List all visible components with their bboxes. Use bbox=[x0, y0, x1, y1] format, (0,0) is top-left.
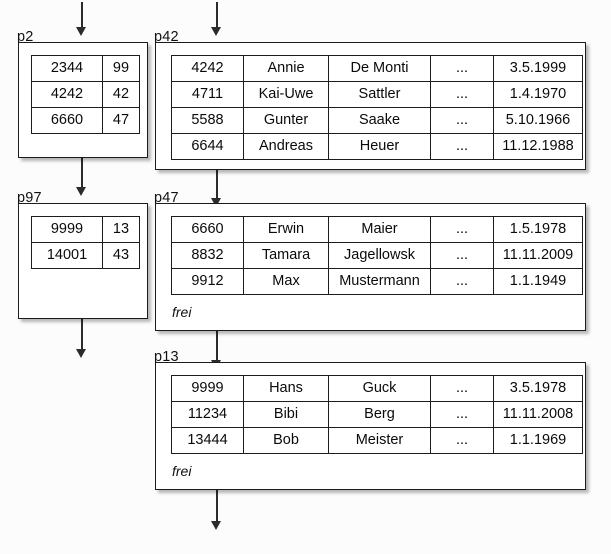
free-space-label-p13: frei bbox=[172, 463, 192, 479]
ellipsis-cell: ... bbox=[430, 427, 494, 454]
date-cell: 11.11.2009 bbox=[493, 242, 583, 269]
record-id-cell: 6660 bbox=[171, 216, 244, 243]
node-label-p42: p42 bbox=[154, 29, 179, 45]
last-name-cell: Maier bbox=[328, 216, 431, 243]
date-cell: 1.4.1970 bbox=[493, 81, 583, 108]
date-cell: 11.12.1988 bbox=[493, 133, 583, 160]
table-row[interactable]: 4242 Annie De Monti ... 3.5.1999 bbox=[171, 55, 583, 82]
record-id-cell: 4242 bbox=[171, 55, 244, 82]
date-cell: 5.10.1966 bbox=[493, 107, 583, 134]
node-label-p97: p97 bbox=[17, 190, 42, 206]
record-id-cell: 11234 bbox=[171, 401, 244, 428]
first-name-cell: Tamara bbox=[243, 242, 329, 269]
table-row[interactable]: 8832 Tamara Jagellowsk ... 11.11.2009 bbox=[171, 242, 583, 269]
last-name-cell: Sattler bbox=[328, 81, 431, 108]
table-row[interactable]: 6644 Andreas Heuer ... 11.12.1988 bbox=[171, 133, 583, 160]
date-cell: 1.5.1978 bbox=[493, 216, 583, 243]
record-id-cell: 5588 bbox=[171, 107, 244, 134]
data-table-p13: 9999 Hans Guck ... 3.5.1978 11234 Bibi B… bbox=[171, 375, 583, 454]
ellipsis-cell: ... bbox=[430, 401, 494, 428]
record-id-cell: 13444 bbox=[171, 427, 244, 454]
key-cell: 2344 bbox=[31, 55, 103, 82]
first-name-cell: Gunter bbox=[243, 107, 329, 134]
key-cell: 9999 bbox=[31, 216, 103, 243]
last-name-cell: Jagellowsk bbox=[328, 242, 431, 269]
table-row[interactable]: 13444 Bob Meister ... 1.1.1969 bbox=[171, 427, 583, 454]
page-node-p97[interactable]: 9999 13 14001 43 bbox=[18, 203, 148, 319]
table-row[interactable]: 9999 13 bbox=[31, 216, 140, 243]
record-id-cell: 9999 bbox=[171, 375, 244, 402]
last-name-cell: Meister bbox=[328, 427, 431, 454]
directory-table-p97: 9999 13 14001 43 bbox=[31, 216, 140, 269]
data-table-p42: 4242 Annie De Monti ... 3.5.1999 4711 Ka… bbox=[171, 55, 583, 160]
date-cell: 1.1.1949 bbox=[493, 268, 583, 295]
data-table-p47: 6660 Erwin Maier ... 1.5.1978 8832 Tamar… bbox=[171, 216, 583, 295]
key-cell: 14001 bbox=[31, 242, 103, 269]
record-id-cell: 6644 bbox=[171, 133, 244, 160]
pointer-cell: 47 bbox=[102, 107, 140, 134]
first-name-cell: Kai-Uwe bbox=[243, 81, 329, 108]
last-name-cell: Berg bbox=[328, 401, 431, 428]
key-cell: 4242 bbox=[31, 81, 103, 108]
ellipsis-cell: ... bbox=[430, 268, 494, 295]
pointer-cell: 13 bbox=[102, 216, 140, 243]
table-row[interactable]: 9999 Hans Guck ... 3.5.1978 bbox=[171, 375, 583, 402]
table-row[interactable]: 6660 Erwin Maier ... 1.5.1978 bbox=[171, 216, 583, 243]
pointer-cell: 42 bbox=[102, 81, 140, 108]
table-row[interactable]: 2344 99 bbox=[31, 55, 140, 82]
first-name-cell: Erwin bbox=[243, 216, 329, 243]
table-row[interactable]: 14001 43 bbox=[31, 242, 140, 269]
ellipsis-cell: ... bbox=[430, 242, 494, 269]
ellipsis-cell: ... bbox=[430, 133, 494, 160]
free-space-label-p47: frei bbox=[172, 304, 192, 320]
first-name-cell: Bob bbox=[243, 427, 329, 454]
last-name-cell: Saake bbox=[328, 107, 431, 134]
table-row[interactable]: 6660 47 bbox=[31, 107, 140, 134]
last-name-cell: Heuer bbox=[328, 133, 431, 160]
ellipsis-cell: ... bbox=[430, 81, 494, 108]
key-cell: 6660 bbox=[31, 107, 103, 134]
node-label-p2: p2 bbox=[17, 29, 34, 45]
page-node-p42[interactable]: 4242 Annie De Monti ... 3.5.1999 4711 Ka… bbox=[155, 42, 586, 170]
node-label-p13: p13 bbox=[154, 349, 179, 365]
record-id-cell: 4711 bbox=[171, 81, 244, 108]
page-node-p2[interactable]: 2344 99 4242 42 6660 47 bbox=[18, 42, 148, 158]
pointer-cell: 43 bbox=[102, 242, 140, 269]
directory-table-p2: 2344 99 4242 42 6660 47 bbox=[31, 55, 140, 134]
date-cell: 1.1.1969 bbox=[493, 427, 583, 454]
record-id-cell: 9912 bbox=[171, 268, 244, 295]
first-name-cell: Max bbox=[243, 268, 329, 295]
table-row[interactable]: 9912 Max Mustermann ... 1.1.1949 bbox=[171, 268, 583, 295]
ellipsis-cell: ... bbox=[430, 375, 494, 402]
date-cell: 11.11.2008 bbox=[493, 401, 583, 428]
first-name-cell: Bibi bbox=[243, 401, 329, 428]
table-row[interactable]: 4242 42 bbox=[31, 81, 140, 108]
record-id-cell: 8832 bbox=[171, 242, 244, 269]
page-node-p47[interactable]: 6660 Erwin Maier ... 1.5.1978 8832 Tamar… bbox=[155, 203, 586, 331]
page-node-p13[interactable]: 9999 Hans Guck ... 3.5.1978 11234 Bibi B… bbox=[155, 362, 586, 490]
date-cell: 3.5.1999 bbox=[493, 55, 583, 82]
last-name-cell: Mustermann bbox=[328, 268, 431, 295]
table-row[interactable]: 4711 Kai-Uwe Sattler ... 1.4.1970 bbox=[171, 81, 583, 108]
date-cell: 3.5.1978 bbox=[493, 375, 583, 402]
first-name-cell: Andreas bbox=[243, 133, 329, 160]
table-row[interactable]: 11234 Bibi Berg ... 11.11.2008 bbox=[171, 401, 583, 428]
ellipsis-cell: ... bbox=[430, 55, 494, 82]
pointer-cell: 99 bbox=[102, 55, 140, 82]
table-row[interactable]: 5588 Gunter Saake ... 5.10.1966 bbox=[171, 107, 583, 134]
node-label-p47: p47 bbox=[154, 190, 179, 206]
last-name-cell: Guck bbox=[328, 375, 431, 402]
ellipsis-cell: ... bbox=[430, 107, 494, 134]
first-name-cell: Hans bbox=[243, 375, 329, 402]
last-name-cell: De Monti bbox=[328, 55, 431, 82]
first-name-cell: Annie bbox=[243, 55, 329, 82]
ellipsis-cell: ... bbox=[430, 216, 494, 243]
